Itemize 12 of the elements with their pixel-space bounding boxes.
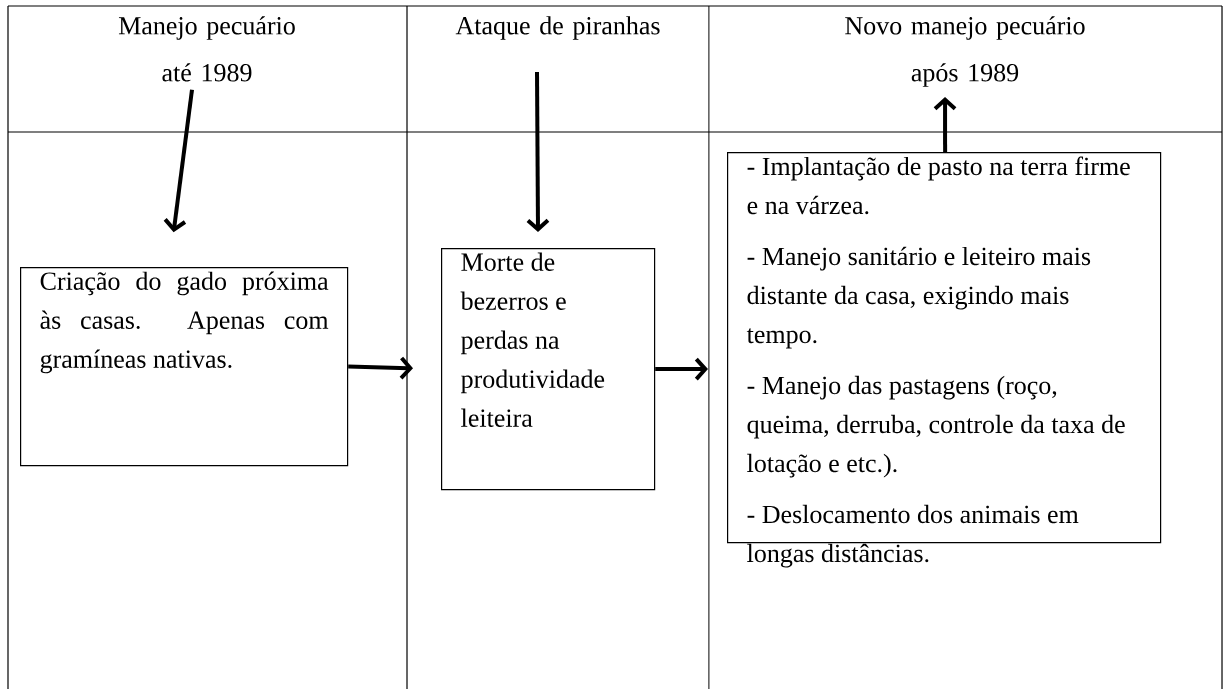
arrow	[933, 97, 957, 152]
arrow	[655, 357, 708, 381]
column-header: Novo manejo pecuário após 1989	[845, 16, 1085, 87]
node-label: longas distâncias.	[747, 543, 929, 568]
text-box: - Implantação de pasto na terra firme e na várzea. - Manejo sanitário e leiteiro mais distante da casa, exigindo mais tempo. - Manejo das pastagens (roço, queima, derruba, controle da taxa de lotação e etc.). - Deslocamento dos animais em longas distâncias.	[727, 152, 1162, 568]
column-header: Manejo pecuário até 1989	[118, 16, 295, 82]
arrow	[348, 356, 413, 380]
text-box: Morte de bezerros e perdas na produtividade leiteira	[441, 248, 656, 491]
column-header: Ataque de piranhas	[455, 16, 660, 40]
text-box: Criação do gado próxima às casas. Apenas com gramíneas nativas.	[20, 267, 349, 467]
arrow	[163, 89, 194, 233]
arrow	[526, 71, 550, 232]
